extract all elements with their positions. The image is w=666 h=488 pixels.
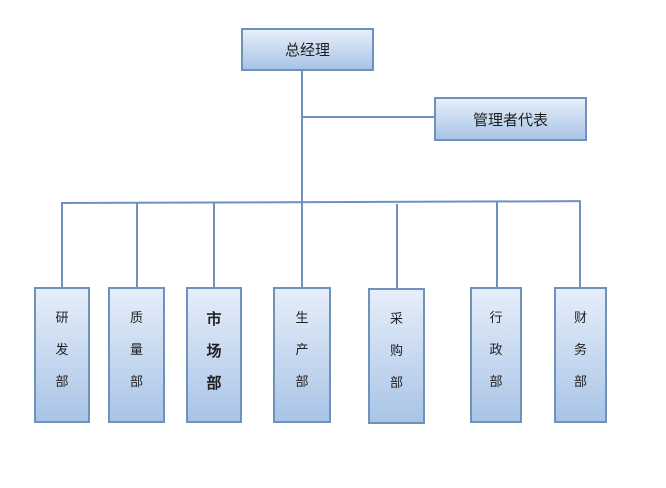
connector-bus xyxy=(61,200,582,204)
dept-box-quality: 质量部 xyxy=(108,287,165,423)
dept-box-production: 生产部 xyxy=(273,287,331,423)
dept-label-marketing: 市场部 xyxy=(206,303,221,399)
dept-label-char: 部 xyxy=(489,375,503,390)
connector-trunk xyxy=(301,70,303,288)
dept-label-char: 生 xyxy=(295,311,309,326)
connector-drop-purchasing xyxy=(396,204,398,289)
dept-label-admin: 行政部 xyxy=(489,303,502,399)
dept-label-char: 部 xyxy=(295,375,309,390)
dept-label-char: 政 xyxy=(489,343,503,358)
dept-label-char: 部 xyxy=(129,375,143,390)
dept-label-char: 研 xyxy=(55,311,69,326)
connector-drop-rd xyxy=(61,203,63,288)
dept-label-char: 务 xyxy=(573,343,587,358)
dept-label-char: 财 xyxy=(573,311,587,326)
dept-label-char: 部 xyxy=(55,375,69,390)
dept-label-purchasing: 采购部 xyxy=(390,304,403,400)
dept-box-rd: 研发部 xyxy=(34,287,90,423)
dept-label-char: 量 xyxy=(129,343,143,358)
dept-box-purchasing: 采购部 xyxy=(368,288,425,424)
dept-box-finance: 财务部 xyxy=(554,287,607,423)
dept-box-admin: 行政部 xyxy=(470,287,522,423)
dept-label-production: 生产部 xyxy=(295,303,308,399)
management-representative-label: 管理者代表 xyxy=(472,110,548,129)
dept-label-char: 部 xyxy=(573,375,587,390)
dept-label-char: 购 xyxy=(389,344,403,359)
general-manager-label: 总经理 xyxy=(284,41,330,59)
dept-label-rd: 研发部 xyxy=(55,303,68,399)
dept-label-char: 发 xyxy=(55,343,69,358)
dept-label-finance: 财务部 xyxy=(574,303,587,399)
dept-label-char: 产 xyxy=(295,343,309,358)
dept-label-quality: 质量部 xyxy=(130,303,143,399)
connector-drop-admin xyxy=(496,202,498,288)
dept-label-char: 市 xyxy=(206,310,222,328)
dept-label-char: 采 xyxy=(389,312,403,327)
dept-label-char: 部 xyxy=(206,374,222,392)
connector-representative xyxy=(302,116,435,118)
general-manager-box: 总经理 xyxy=(241,28,374,71)
dept-box-marketing: 市场部 xyxy=(186,287,242,423)
dept-label-char: 行 xyxy=(489,311,503,326)
connector-drop-quality xyxy=(136,203,138,288)
connector-drop-finance xyxy=(579,201,581,288)
dept-label-char: 部 xyxy=(389,376,403,391)
dept-label-char: 质 xyxy=(129,311,143,326)
connector-drop-marketing xyxy=(213,203,215,288)
management-representative-box: 管理者代表 xyxy=(434,97,587,141)
dept-label-char: 场 xyxy=(206,342,222,360)
